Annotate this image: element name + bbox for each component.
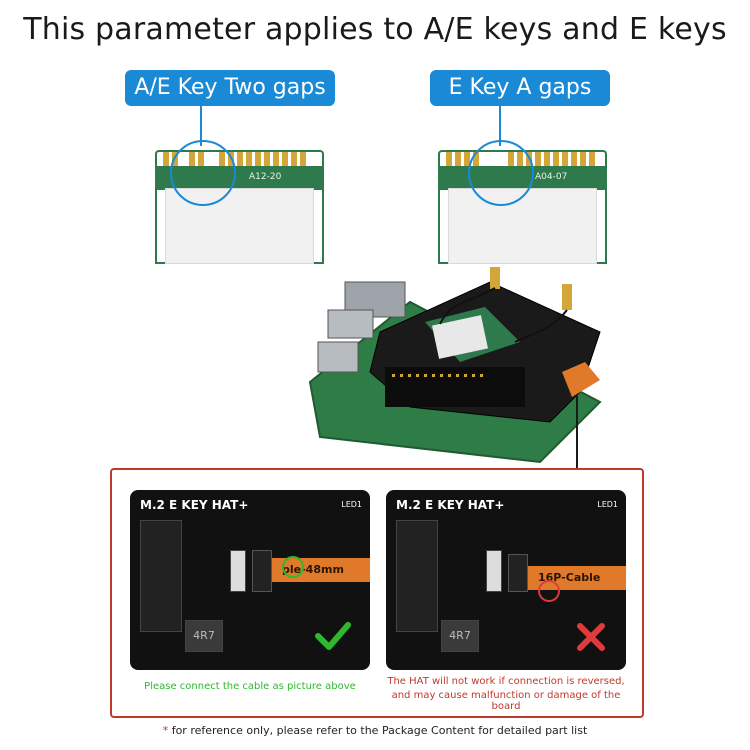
panel-title: M.2 E KEY HAT+ <box>396 498 505 512</box>
wrong-caption-line1: The HAT will not work if connection is r… <box>387 676 625 687</box>
callout-line <box>576 396 578 468</box>
gpio-header <box>385 367 525 407</box>
inductor: 4R7 <box>185 620 223 652</box>
correct-caption: Please connect the cable as picture abov… <box>144 681 356 692</box>
usb-port <box>317 341 359 373</box>
e-module-label-area <box>448 188 597 264</box>
m2-slot <box>396 520 438 632</box>
check-icon <box>315 622 351 650</box>
led-label: LED1 <box>597 500 618 509</box>
inductor: 4R7 <box>441 620 479 652</box>
antenna-cable <box>439 287 496 325</box>
e-gap-highlight <box>468 140 534 206</box>
ae-module-marking: A12-20 <box>249 172 282 182</box>
wrong-caption-line2: and may cause malfunction or damage of t… <box>391 690 621 712</box>
wrong-connection-panel: M.2 E KEY HAT+ LED1 4R7 16P-Cable <box>386 490 626 670</box>
contact-highlight <box>282 556 304 578</box>
ae-gap-highlight <box>170 140 236 206</box>
antenna-connector <box>562 284 572 310</box>
footnote: * for reference only, please refer to th… <box>0 724 750 737</box>
contact-highlight <box>538 580 560 602</box>
ae-key-label: A/E Key Two gaps <box>125 70 335 106</box>
ribbon-cable <box>562 362 600 397</box>
ffc-connector <box>230 550 246 592</box>
ae-leader-line <box>200 106 202 146</box>
m2-slot <box>140 520 182 632</box>
ffc-cable-end <box>508 554 528 592</box>
cross-icon <box>577 623 605 651</box>
footnote-text: for reference only, please refer to the … <box>171 724 588 737</box>
usb-port <box>327 309 374 339</box>
ffc-cable-end <box>252 550 272 592</box>
led-label: LED1 <box>341 500 362 509</box>
raspberry-pi-hat-illustration <box>308 267 602 464</box>
e-leader-line <box>499 106 501 146</box>
e-module-marking: A04-07 <box>535 172 568 182</box>
panel-title: M.2 E KEY HAT+ <box>140 498 249 512</box>
asterisk-icon: * <box>162 724 169 737</box>
antenna-connector <box>490 267 500 289</box>
page-title: This parameter applies to A/E keys and E… <box>23 12 727 47</box>
antenna-cable <box>514 309 568 343</box>
m2-module-shield <box>432 315 488 359</box>
ffc-connector <box>486 550 502 592</box>
correct-connection-panel: M.2 E KEY HAT+ LED1 4R7 ple-48mm <box>130 490 370 670</box>
e-key-label: E Key A gaps <box>430 70 610 106</box>
